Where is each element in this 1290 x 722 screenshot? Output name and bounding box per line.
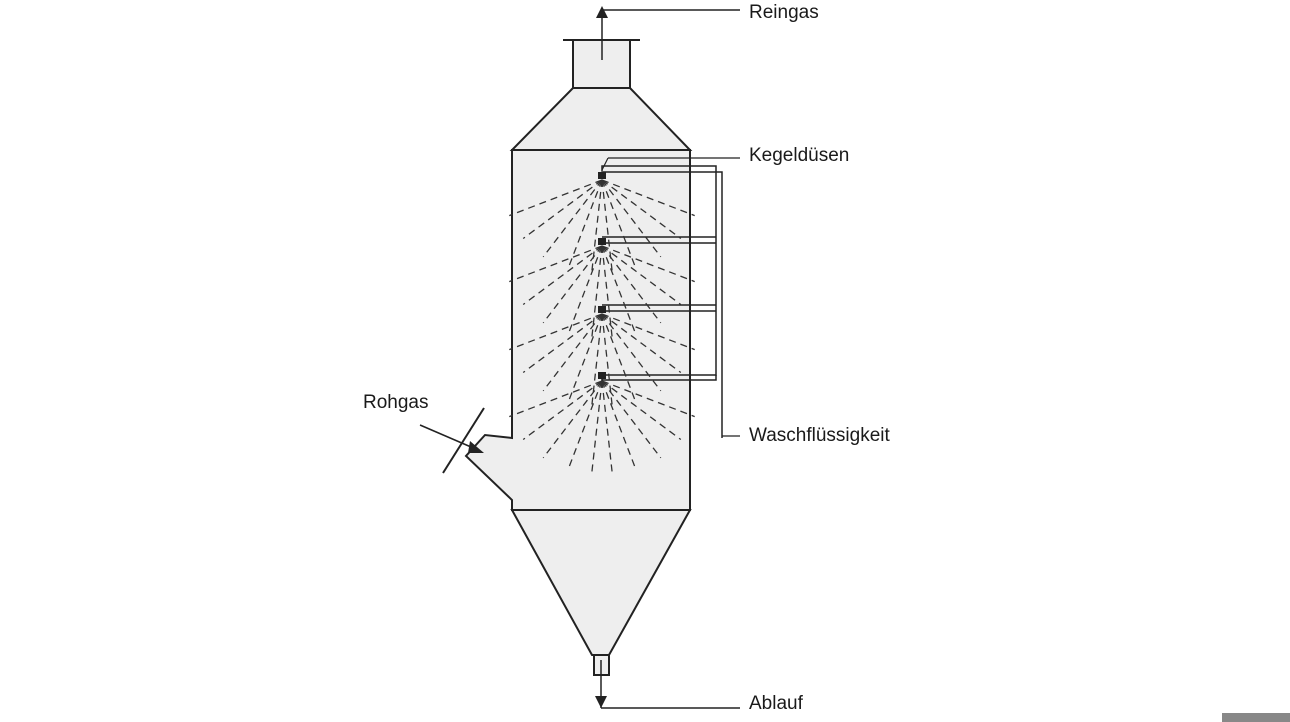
inlet-arrow <box>468 441 484 453</box>
spray-line-1 <box>601 179 695 217</box>
spray-line-3 <box>601 313 614 409</box>
spray-line-1 <box>522 179 603 240</box>
corner-box <box>1222 713 1290 722</box>
spray-line-4 <box>590 380 603 476</box>
spray-line-2 <box>601 245 614 341</box>
spray-line-3 <box>567 313 603 404</box>
spray-line-2 <box>509 245 603 283</box>
nozzle-2 <box>598 238 606 245</box>
spray-line-1 <box>509 179 603 217</box>
outlet-arrow <box>596 6 608 18</box>
spray-line-2 <box>601 245 695 283</box>
label-rohgas: Rohgas <box>363 392 429 413</box>
spray-line-1 <box>601 179 614 275</box>
spray-line-4 <box>601 380 662 459</box>
spray-line-4 <box>509 380 603 418</box>
spray-line-2 <box>542 245 603 324</box>
spray-line-2 <box>522 245 603 306</box>
spray-line-2 <box>567 245 603 336</box>
inlet-flange <box>442 407 485 474</box>
spray-line-1 <box>590 179 603 275</box>
spray-line-3 <box>601 313 637 404</box>
bottom-cone <box>510 509 692 656</box>
label-ablauf: Ablauf <box>749 693 803 714</box>
spray-line-4 <box>601 380 682 441</box>
drain-arrow <box>595 696 607 708</box>
spray-line-4 <box>522 380 603 441</box>
spray-line-2 <box>601 245 682 306</box>
nozzle-4 <box>598 372 606 379</box>
spray-line-2 <box>601 245 662 324</box>
spray-line-3 <box>601 313 662 392</box>
nozzles <box>598 172 606 379</box>
nozzle-3 <box>598 306 606 313</box>
label-kegelduesen: Kegeldüsen <box>749 145 850 166</box>
spray-line-4 <box>601 380 637 471</box>
spray-line-3 <box>542 313 603 392</box>
spray-cones <box>509 179 695 476</box>
spray-line-2 <box>590 245 603 341</box>
spray-line-4 <box>601 380 695 418</box>
spray-line-3 <box>522 313 603 374</box>
label-waschfluessigkeit: Waschflüssigkeit <box>749 425 890 446</box>
spray-line-3 <box>509 313 603 351</box>
spray-line-3 <box>601 313 682 374</box>
spray-line-1 <box>542 179 603 258</box>
spray-line-4 <box>601 380 614 476</box>
spray-line-1 <box>601 179 637 270</box>
nozzle-1 <box>598 172 606 179</box>
label-reingas: Reingas <box>749 2 819 23</box>
spray-line-4 <box>567 380 603 471</box>
main-cylinder <box>464 149 691 511</box>
spray-line-1 <box>601 179 682 240</box>
spray-line-2 <box>601 245 637 336</box>
top-cone <box>509 87 693 151</box>
spray-line-3 <box>601 313 695 351</box>
spray-line-1 <box>601 179 662 258</box>
spray-line-3 <box>590 313 603 409</box>
spray-line-4 <box>542 380 603 459</box>
spray-line-1 <box>567 179 603 270</box>
